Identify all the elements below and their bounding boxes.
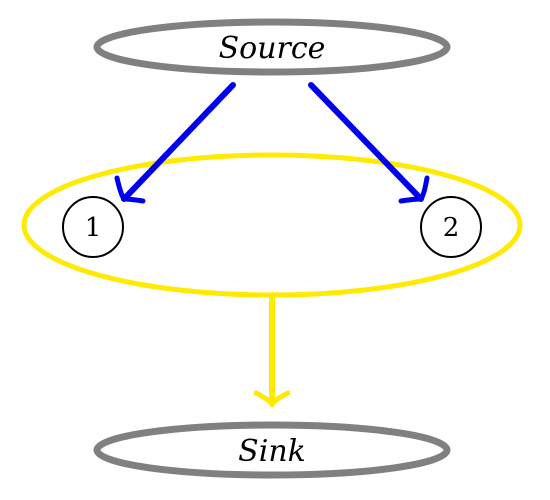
edge-source-to-2	[308, 82, 430, 204]
arrowhead-icon	[253, 390, 291, 408]
edge-source-to-1	[114, 82, 236, 204]
sink-label: Sink	[238, 434, 306, 469]
sink-node	[93, 421, 451, 479]
node-2	[420, 196, 482, 258]
arrowhead-icon	[114, 175, 146, 204]
source-label: Source	[219, 31, 326, 66]
node-1-label: 1	[85, 213, 102, 243]
node-2-label: 2	[443, 213, 460, 243]
edge-group-to-sink	[253, 292, 291, 408]
node-1	[62, 196, 124, 258]
arrowhead-icon	[398, 175, 430, 204]
source-node	[93, 18, 451, 76]
